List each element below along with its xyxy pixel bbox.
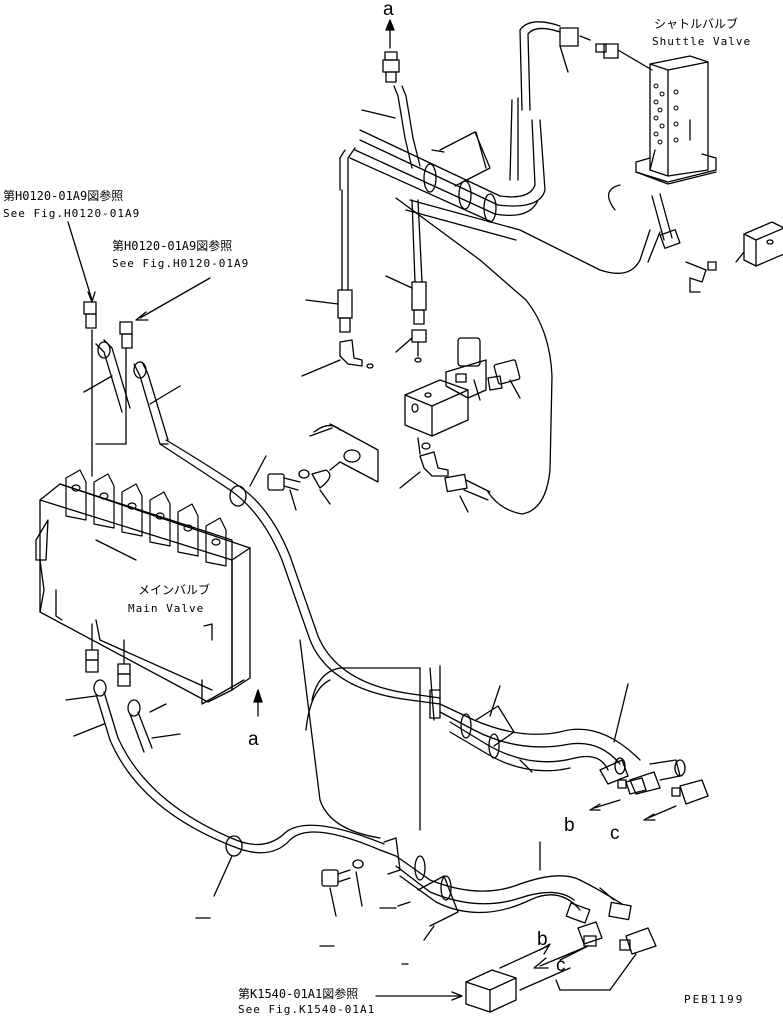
shuttle-valve-label-jp: シャトルバルブ [654, 17, 739, 31]
arrow-a-top [385, 19, 395, 49]
arrow-c-lower-label: c [556, 955, 566, 976]
center-hose-lower [395, 197, 553, 515]
ref-label-3-en: See Fig.K1540-01A1 [238, 1003, 376, 1016]
drawing-code: PEB1199 [684, 993, 745, 1006]
center-valve-block [404, 379, 469, 437]
ref-leader-2 [135, 277, 211, 321]
arrow-a-bottom-label: a [248, 729, 259, 750]
bolt-right [487, 359, 521, 399]
shuttle-valve [635, 55, 717, 185]
main-valve-label-en: Main Valve [128, 602, 205, 615]
arrow-c-mid-label: c [610, 823, 620, 844]
shuttle-fitting [595, 43, 653, 71]
ref-leader-1 [67, 221, 96, 303]
block-right [735, 221, 783, 267]
ref-label-1-jp: 第H0120-01A9図参照 [3, 189, 124, 203]
solenoid-valve [445, 337, 487, 401]
ref-label-3-jp: 第K1540-01A1図参照 [238, 987, 359, 1001]
ref-label-2-en: See Fig.H0120-01A9 [112, 257, 250, 270]
center-hoses-down [305, 189, 427, 333]
bottom-connector [465, 943, 571, 1013]
ref-leader-3 [375, 991, 463, 1001]
center-fitting-mid [395, 329, 427, 363]
bracket-plate [309, 423, 379, 483]
left-hoses-upper [83, 339, 181, 445]
elbow-fitting-right [685, 261, 717, 293]
pipe-bundle-top [339, 97, 546, 223]
pipe-loop-left [159, 439, 441, 705]
left-connector-lines [91, 329, 127, 467]
arrow-b-mid-label: b [564, 815, 575, 836]
bundle-lower [383, 837, 632, 941]
shuttle-valve-label-en: Shuttle Valve [652, 35, 752, 48]
bundle-mid [429, 665, 686, 795]
center-oring [417, 437, 431, 455]
center-elbow-low [399, 451, 449, 489]
fittings-b-c-lower [533, 921, 657, 991]
ref-label-1-en: See Fig.H0120-01A9 [3, 207, 141, 220]
left-fitting-1 [83, 301, 133, 349]
main-valve [35, 465, 251, 705]
right-long-pipe [405, 184, 651, 274]
left-fitting-lower [85, 623, 131, 687]
bolt-lower [321, 859, 364, 917]
arrow-b-lower-label: b [537, 929, 548, 950]
arrow-a-top-label: a [383, 0, 394, 20]
misc-leaders [195, 907, 409, 965]
bolt-bottom-left [267, 469, 331, 511]
center-elbow-left [301, 339, 374, 377]
fittings-b-c-mid [589, 777, 709, 821]
main-valve-label-jp: メインバルブ [138, 583, 211, 597]
ref-label-2-jp: 第H0120-01A9図参照 [112, 239, 233, 253]
top-hose [361, 85, 421, 169]
left-hoses-lower [65, 679, 181, 753]
pipe-mid-vertical [299, 639, 421, 839]
top-fitting [382, 51, 400, 83]
arrow-a-bottom [253, 689, 263, 717]
right-upper-hose [647, 193, 681, 263]
shuttle-pipe [519, 21, 591, 111]
pipe-loop-lower [109, 737, 397, 897]
